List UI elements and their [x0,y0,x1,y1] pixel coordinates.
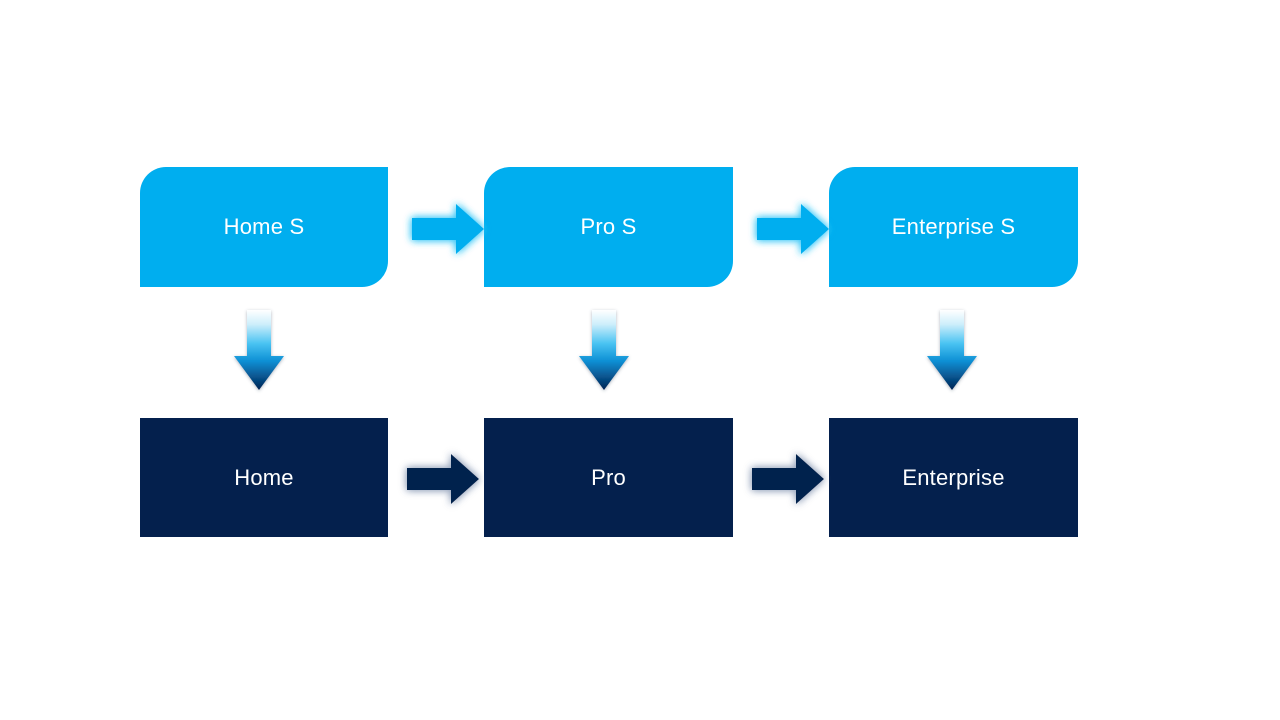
node-pro-s[interactable]: Pro S [484,167,733,287]
node-home-s[interactable]: Home S [140,167,388,287]
arrow-right-icon [407,454,479,504]
arrow-down-icon [579,310,629,390]
arrow-right-icon [752,454,824,504]
node-pro-s-label: Pro S [580,214,637,239]
node-enterprise-s[interactable]: Enterprise S [829,167,1078,287]
arrow-right-icon [757,204,829,254]
node-home[interactable]: Home [140,418,388,537]
connector-pro-s-to-enterprise-s [753,200,833,258]
node-enterprise[interactable]: Enterprise [829,418,1078,537]
connector-home-s-to-pro-s [408,200,488,258]
connector-home-s-to-home [232,308,286,392]
connector-pro-s-to-pro [577,308,631,392]
node-pro-label: Pro [591,464,626,490]
node-home-label: Home [234,464,294,490]
connector-home-to-pro [403,450,483,508]
arrow-down-icon [927,310,977,390]
node-home-s-label: Home S [223,214,305,239]
connector-pro-to-enterprise [748,450,828,508]
node-enterprise-label: Enterprise [902,464,1005,490]
arrow-down-icon [234,310,284,390]
node-enterprise-s-label: Enterprise S [891,214,1016,239]
connector-enterprise-s-to-enterprise [925,308,979,392]
node-pro[interactable]: Pro [484,418,733,537]
arrow-right-icon [412,204,484,254]
